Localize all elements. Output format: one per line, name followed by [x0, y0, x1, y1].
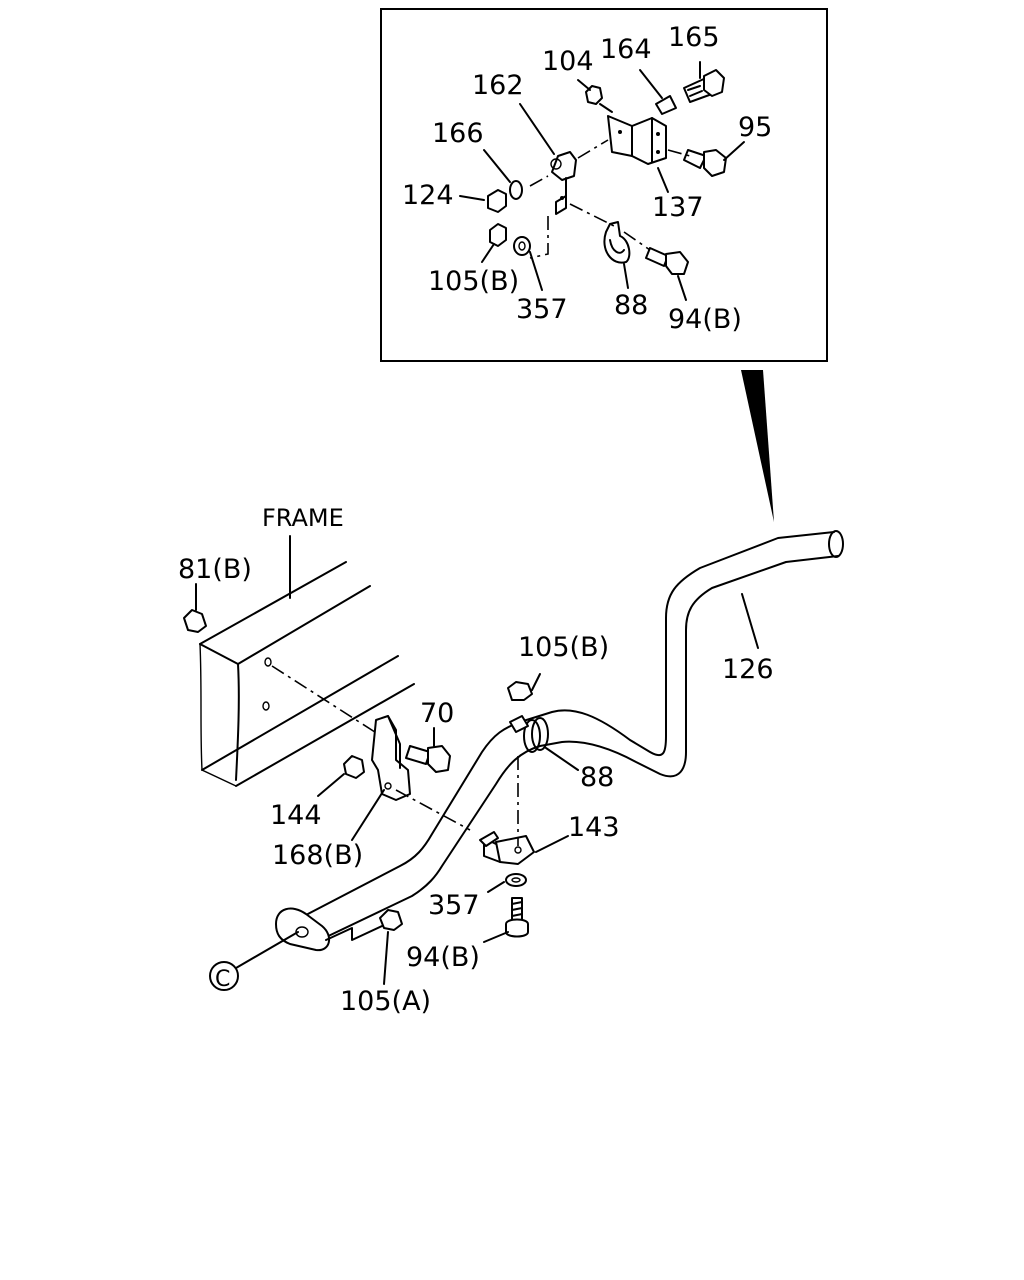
bolt-70: [405, 745, 451, 773]
bolt-94b-inset: [645, 247, 689, 275]
detail-pointer: [741, 370, 774, 522]
label-88-main: 88: [580, 762, 614, 793]
nut-105b-inset: [489, 223, 507, 247]
label-144: 144: [270, 800, 322, 831]
clamp-88-inset: [603, 221, 631, 264]
stay-162: [550, 151, 577, 215]
label-143: 143: [568, 812, 620, 843]
label-81b: 81(B): [178, 554, 252, 585]
label-124: 124: [402, 180, 454, 211]
bracket-168b: [371, 715, 411, 801]
label-168b: 168(B): [272, 840, 363, 871]
label-105b-inset: 105(B): [428, 266, 519, 297]
washer-357-inset: [513, 236, 531, 256]
bolt-95: [683, 149, 727, 177]
nut-144: [343, 755, 365, 779]
label-357-main: 357: [428, 890, 480, 921]
label-94b-inset: 94(B): [668, 304, 742, 335]
label-connector-c: C: [215, 967, 230, 992]
nut-105a: [379, 909, 403, 931]
label-94b-main: 94(B): [406, 942, 480, 973]
label-162: 162: [472, 70, 524, 101]
nut-81b: [183, 609, 207, 633]
bolt-165: [683, 69, 725, 103]
nut-105b-main: [507, 681, 533, 701]
label-104: 104: [542, 46, 594, 77]
label-105b-main: 105(B): [518, 632, 609, 663]
exhaust-pipe-126: [275, 530, 844, 952]
washer-166: [509, 180, 523, 200]
label-165: 165: [668, 22, 720, 53]
label-88-inset: 88: [614, 290, 648, 321]
frame-rail: [199, 561, 415, 787]
label-95: 95: [738, 112, 772, 143]
bracket-137: [607, 115, 667, 165]
clamp-88: [509, 715, 549, 753]
label-164: 164: [600, 34, 652, 65]
label-166: 166: [432, 118, 484, 149]
bolt-94b-main: [505, 897, 529, 938]
label-126: 126: [722, 654, 774, 685]
label-105a: 105(A): [340, 986, 431, 1017]
washer-357-main: [505, 873, 527, 887]
connector-c-symbol: [209, 961, 239, 991]
label-357-inset: 357: [516, 294, 568, 325]
label-frame: FRAME: [262, 504, 344, 532]
label-70: 70: [420, 698, 454, 729]
pin-164: [655, 95, 677, 115]
inset-detail-view: 165 164 104 162 166 95 124 137 105(B) 35…: [380, 8, 828, 362]
hanger-143: [479, 831, 535, 865]
label-137: 137: [652, 192, 704, 223]
nut-124: [487, 189, 507, 213]
